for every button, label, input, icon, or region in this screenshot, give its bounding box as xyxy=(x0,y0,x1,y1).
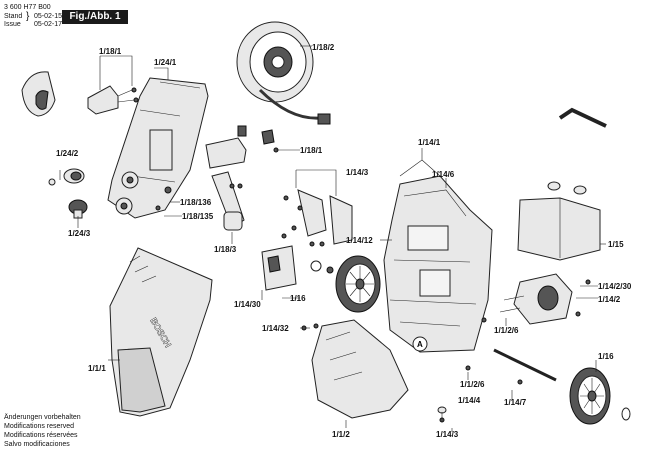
header-brace: } xyxy=(26,11,30,22)
tank-part xyxy=(517,107,607,261)
note-fr: Modifications réservées xyxy=(4,432,78,439)
stand-label: Stand xyxy=(4,13,23,20)
bracket-part-middle xyxy=(205,125,279,169)
label-1-18-135: 1/18/135 xyxy=(182,212,214,221)
clip-part-top-left xyxy=(21,71,56,117)
lower-base xyxy=(311,319,409,419)
wheel-left xyxy=(335,255,381,313)
label-1-1-2: 1/1/2 xyxy=(332,430,350,439)
knob-part-2 xyxy=(68,199,88,219)
motor-part xyxy=(261,245,334,291)
label-1-14-3-bottom: 1/14/3 xyxy=(436,430,459,439)
crank-part xyxy=(211,171,245,231)
label-1-14-32: 1/14/32 xyxy=(262,324,289,333)
label-1-14-30: 1/14/30 xyxy=(234,300,261,309)
issue-label: Issue xyxy=(4,21,21,28)
knob-part xyxy=(48,168,85,186)
label-1-14-7: 1/14/7 xyxy=(504,398,527,407)
hose-reel xyxy=(236,21,331,125)
label-1-1-2-6-right: 1/1/2/6 xyxy=(494,326,519,335)
bracket-part-top xyxy=(87,85,139,115)
label-1-14-2-30: 1/14/2/30 xyxy=(598,282,632,291)
label-1-18-1-top: 1/18/1 xyxy=(99,47,122,56)
front-cover xyxy=(109,247,213,417)
label-1-18-1-mid: 1/18/1 xyxy=(300,146,323,155)
side-panels xyxy=(281,189,353,247)
issue-value: 05-02-17 xyxy=(34,21,63,28)
label-1-14-12: 1/14/12 xyxy=(346,236,373,245)
label-1-14-1: 1/14/1 xyxy=(418,138,441,147)
note-de: Änderungen vorbehalten xyxy=(4,414,81,421)
label-1-24-2: 1/24/2 xyxy=(56,149,79,158)
label-1-14-3-top: 1/14/3 xyxy=(346,168,369,177)
label-1-16-right: 1/16 xyxy=(598,352,614,361)
label-1-16-left: 1/16 xyxy=(290,294,306,303)
label-1-15: 1/15 xyxy=(608,240,624,249)
pump-housing xyxy=(499,273,591,325)
note-en: Modifications reserved xyxy=(4,423,75,430)
figure-label: Fig./Abb. 1 xyxy=(62,10,128,24)
label-1-18-3: 1/18/3 xyxy=(214,245,237,254)
label-1-14-2: 1/14/2 xyxy=(598,295,621,304)
label-1-1-1: 1/1/1 xyxy=(88,364,106,373)
leader-lines xyxy=(59,45,606,432)
l-wrench xyxy=(558,107,607,128)
label-1-18-2: 1/18/2 xyxy=(312,43,335,52)
label-1-18-136: 1/18/136 xyxy=(180,198,212,207)
stand-value: 05-02-15 xyxy=(34,13,63,20)
main-frame xyxy=(383,175,493,353)
note-es: Salvo modificaciones xyxy=(4,441,70,448)
callout-a: A xyxy=(417,340,423,349)
axle xyxy=(493,348,557,382)
doc-number: 3 600 H77 B00 xyxy=(4,4,51,11)
label-1-14-4: 1/14/4 xyxy=(458,396,481,405)
label-1-14-6: 1/14/6 xyxy=(432,170,455,179)
wheel-right xyxy=(569,367,631,425)
label-1-1-2-6-bottom: 1/1/2/6 xyxy=(460,380,485,389)
label-1-24-3: 1/24/3 xyxy=(68,229,91,238)
label-1-24-1: 1/24/1 xyxy=(154,58,177,67)
handle-housing xyxy=(107,77,209,219)
